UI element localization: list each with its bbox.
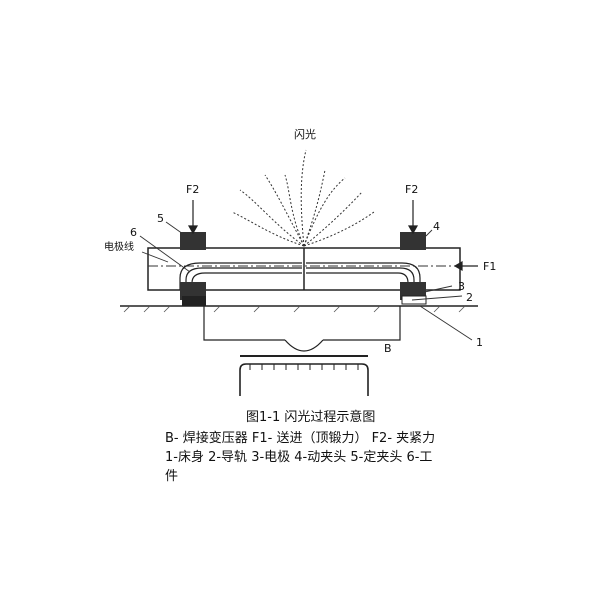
label-electrode: 电极线 bbox=[104, 240, 134, 253]
leader-lines bbox=[139, 221, 473, 341]
flash-sparks bbox=[231, 149, 375, 247]
label-3: 3 bbox=[458, 280, 465, 293]
caption-line1: B- 焊接变压器 F1- 送进（顶锻力） F2- 夹紧力 bbox=[165, 431, 436, 446]
label-1: 1 bbox=[476, 336, 483, 349]
label-f2-right: F2 bbox=[405, 183, 418, 196]
welding-transformer bbox=[239, 355, 369, 396]
label-6: 6 bbox=[130, 226, 137, 239]
label-b: B bbox=[384, 342, 392, 355]
label-5: 5 bbox=[157, 212, 164, 225]
label-f2-left: F2 bbox=[186, 183, 199, 196]
label-4: 4 bbox=[433, 220, 440, 233]
f1-arrow bbox=[453, 260, 478, 272]
f2-arrows bbox=[187, 200, 419, 235]
label-2: 2 bbox=[466, 291, 473, 304]
fixed-clamp bbox=[180, 232, 206, 306]
welding-circuit bbox=[203, 306, 401, 352]
caption-title: 图1-1 闪光过程示意图 bbox=[246, 410, 376, 425]
label-f1: F1 bbox=[483, 260, 496, 273]
machine-bed bbox=[120, 305, 478, 313]
label-flash: 闪光 bbox=[294, 127, 316, 141]
caption-line2: 1-床身 2-导轨 3-电极 4-动夹头 5-定夹头 6-工 bbox=[165, 450, 433, 465]
caption-line3: 件 bbox=[165, 469, 179, 484]
